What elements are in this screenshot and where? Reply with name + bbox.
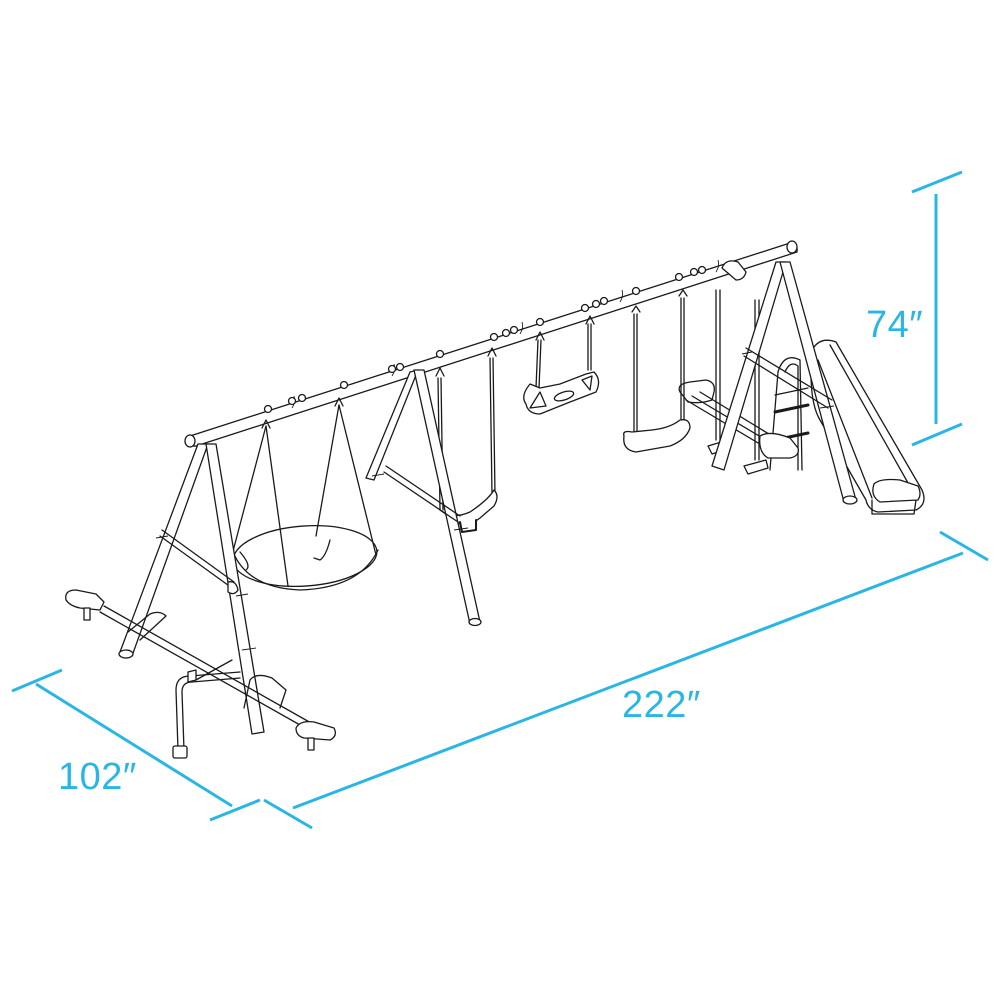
flat-swing xyxy=(623,289,691,453)
glider xyxy=(678,289,799,475)
depth-label: 102″ xyxy=(58,756,137,798)
dimension-height xyxy=(911,170,963,447)
saucer-swing xyxy=(231,397,379,591)
a-frame-middle xyxy=(365,369,482,627)
slide xyxy=(769,339,925,515)
dimension-length xyxy=(263,530,989,830)
a-frame-left xyxy=(118,443,265,735)
length-label: 222″ xyxy=(622,684,701,726)
dimension-depth xyxy=(11,668,261,822)
a-frame-right xyxy=(711,261,858,505)
top-beam xyxy=(184,240,798,448)
height-label: 74″ xyxy=(866,304,924,346)
trapeze-bar xyxy=(523,315,600,415)
beam-bolts xyxy=(263,265,707,414)
seesaw xyxy=(65,589,336,759)
